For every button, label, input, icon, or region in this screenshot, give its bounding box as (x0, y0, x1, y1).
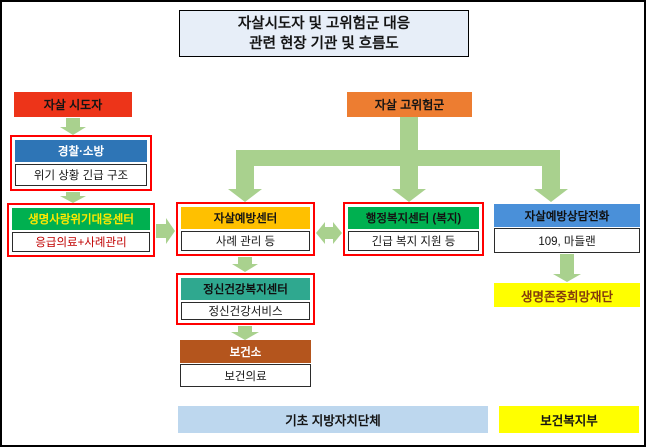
node-basic-local-government: 기초 지방자치단체 (178, 406, 488, 433)
arrow-prevention-admin-bidirectional (316, 222, 342, 244)
arrow-prevention-to-mental-health (232, 257, 258, 272)
node-ministry-health-welfare: 보건복지부 (499, 406, 639, 433)
arrow-to-hotline (534, 150, 568, 202)
arrow-to-prevention-center (228, 150, 262, 202)
public-health-center-header: 보건소 (180, 340, 311, 363)
police-fire-header: 경찰·소방 (15, 140, 147, 162)
group-suicide-prevention-center: 자살예방센터 사례 관리 등 (176, 202, 315, 256)
counseling-hotline-body: 109, 마들랜 (494, 228, 640, 253)
title-line2: 관련 현장 기관 및 흐름도 (249, 35, 399, 52)
node-suicide-attempter: 자살 시도자 (14, 92, 132, 117)
suicide-prevention-center-body: 사례 관리 등 (181, 231, 310, 251)
group-admin-welfare-center: 행정복지센터 (복지) 긴급 복지 지원 등 (343, 202, 484, 256)
admin-welfare-center-header: 행정복지센터 (복지) (348, 207, 479, 229)
node-hope-foundation: 생명존중희망재단 (494, 283, 640, 307)
counseling-hotline-header: 자살예방상담전화 (494, 204, 640, 227)
group-mental-health-center: 정신건강복지센터 정신건강서비스 (176, 273, 315, 325)
arrow-hotline-to-foundation (553, 254, 581, 282)
title-line1: 자살시도자 및 고위험군 대응 (237, 15, 411, 32)
mental-health-center-header: 정신건강복지센터 (181, 278, 310, 300)
arrow-mental-to-public-health (231, 326, 259, 340)
group-police-fire: 경찰·소방 위기 상황 긴급 구조 (10, 135, 152, 191)
mental-health-center-body: 정신건강서비스 (181, 302, 310, 320)
arrow-to-admin-welfare (392, 150, 426, 202)
public-health-center-body: 보건의료 (180, 364, 311, 387)
suicide-prevention-center-header: 자살예방센터 (181, 207, 310, 229)
arrow-police-to-crisis-center (60, 192, 86, 203)
group-public-health-center: 보건소 보건의료 (180, 340, 311, 387)
arrow-attempter-to-police (60, 118, 86, 135)
police-fire-body: 위기 상황 긴급 구조 (15, 164, 147, 186)
group-counseling-hotline: 자살예방상담전화 109, 마들랜 (494, 204, 640, 253)
arrow-trunk-high-risk (400, 116, 418, 158)
diagram-title: 자살시도자 및 고위험군 대응 관련 현장 기관 및 흐름도 (179, 10, 469, 57)
group-life-love-crisis-center: 생명사랑위기대응센터 응급의료+사례관리 (7, 203, 155, 257)
life-love-crisis-center-header: 생명사랑위기대응센터 (12, 208, 150, 230)
life-love-crisis-center-body: 응급의료+사례관리 (12, 232, 150, 252)
admin-welfare-center-body: 긴급 복지 지원 등 (348, 231, 479, 251)
node-high-risk-group: 자살 고위험군 (347, 92, 472, 117)
arrow-crisis-to-prevention (156, 218, 175, 244)
arrow-band-high-risk (236, 150, 560, 166)
